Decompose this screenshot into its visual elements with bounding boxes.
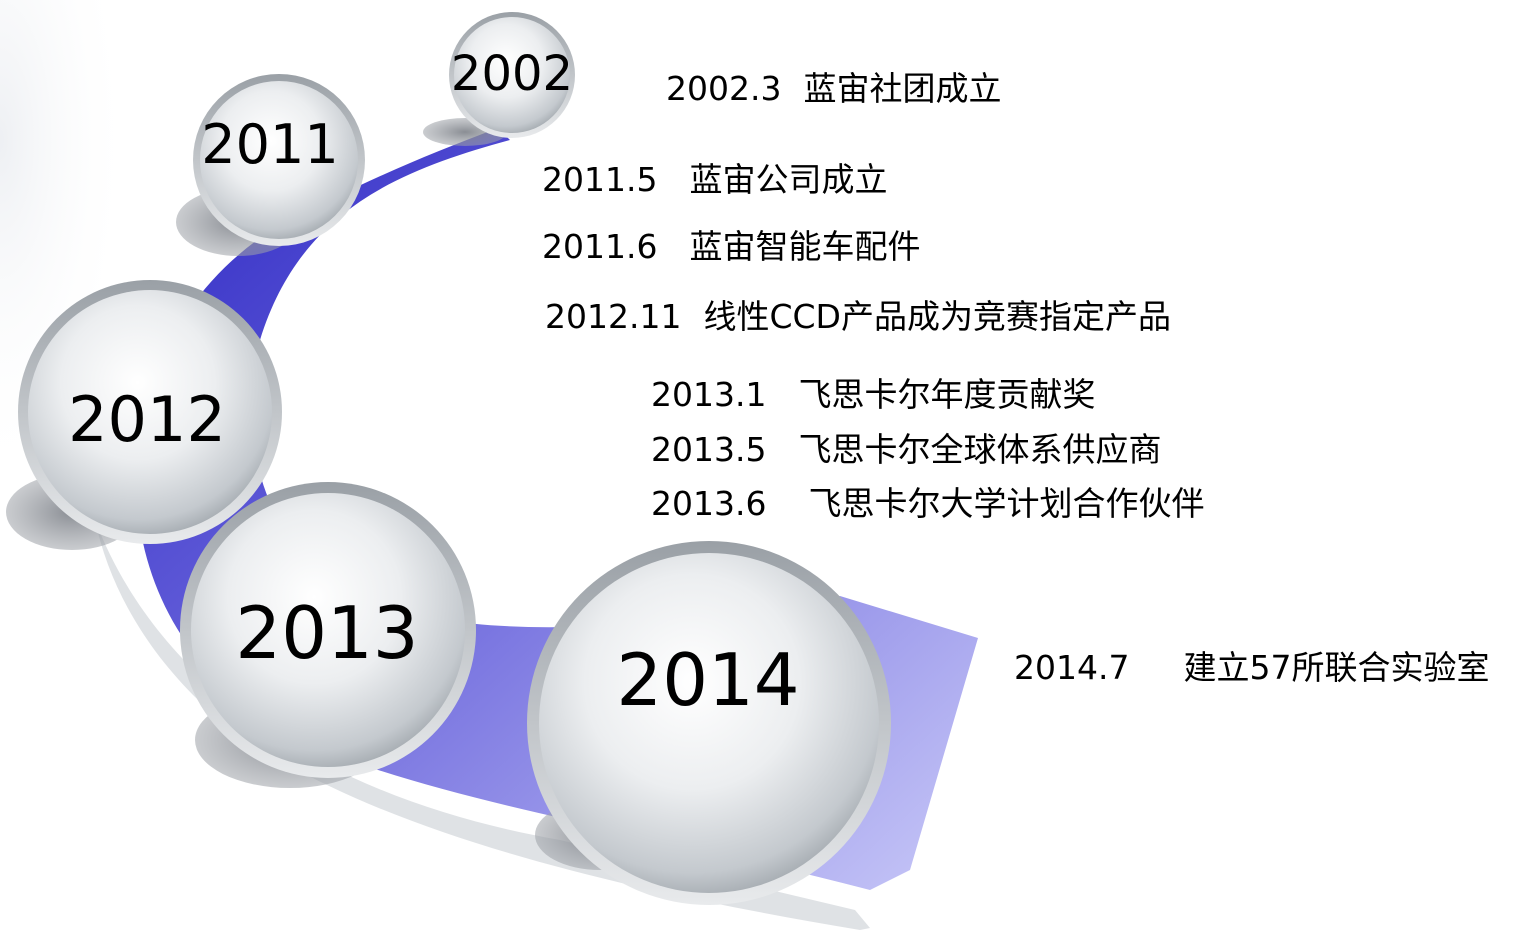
event-date: 2013.1: [651, 375, 767, 414]
event-description: 线性CCD产品成为竞赛指定产品: [703, 297, 1171, 336]
sphere-2014: [527, 541, 891, 905]
event-item: 2011.6 蓝宙智能车配件: [542, 230, 920, 263]
event-date: 2012.11: [545, 297, 682, 336]
sphere-2012: [18, 280, 282, 544]
event-date: 2013.6: [651, 484, 767, 523]
event-item: 2012.11 线性CCD产品成为竞赛指定产品: [545, 300, 1171, 333]
event-item: 2011.5 蓝宙公司成立: [542, 163, 887, 196]
event-item: 2013.1 飞思卡尔年度贡献奖: [651, 378, 1095, 411]
circle-label-2014: 2014: [616, 638, 800, 722]
event-description: 蓝宙公司成立: [689, 160, 888, 199]
event-item: 2013.5 飞思卡尔全球体系供应商: [651, 433, 1161, 466]
event-date: 2011.6: [542, 227, 658, 266]
event-date: 2013.5: [651, 430, 767, 469]
circle-label-2012: 2012: [68, 383, 226, 456]
event-item: 2002.3 蓝宙社团成立: [666, 72, 1001, 105]
event-date: 2011.5: [542, 160, 658, 199]
event-description: 建立57所联合实验室: [1183, 648, 1490, 687]
circle-label-2013: 2013: [235, 591, 419, 675]
circle-label-2011: 2011: [201, 113, 339, 176]
event-date: 2014.7: [1014, 648, 1130, 687]
event-description: 飞思卡尔大学计划合作伙伴: [808, 484, 1205, 523]
event-date: 2002.3: [666, 69, 782, 108]
event-description: 蓝宙智能车配件: [689, 227, 921, 266]
sphere-2002: [449, 12, 575, 138]
event-item: 2014.7 建立57所联合实验室: [1014, 651, 1489, 684]
circle-label-2002: 2002: [450, 46, 574, 102]
sphere-2011: [193, 74, 365, 246]
event-item: 2013.6 飞思卡尔大学计划合作伙伴: [651, 487, 1204, 520]
event-description: 飞思卡尔全球体系供应商: [798, 430, 1162, 469]
event-description: 飞思卡尔年度贡献奖: [798, 375, 1096, 414]
sphere-2013: [180, 482, 476, 778]
event-description: 蓝宙社团成立: [803, 69, 1002, 108]
